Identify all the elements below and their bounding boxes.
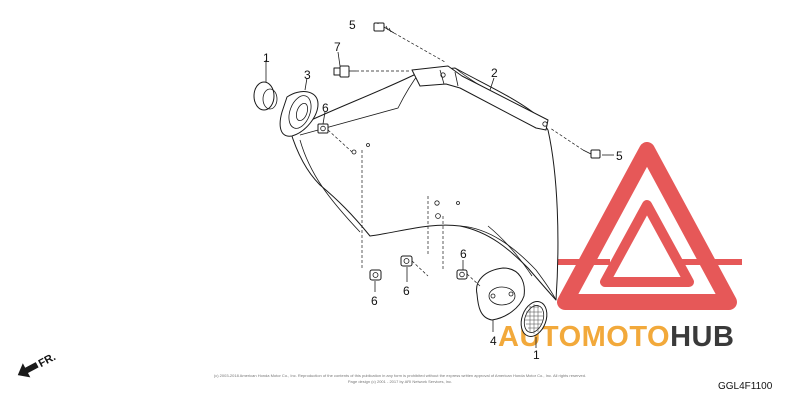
leader-lines — [265, 23, 614, 348]
copyright-line-1: (c) 2003-2018 American Honda Motor Co., … — [214, 373, 586, 378]
direction-arrow-icon — [17, 362, 39, 378]
callout-5-top: 5 — [349, 18, 356, 32]
callout-6-left: 6 — [371, 294, 378, 308]
copyright-line-2: Page design (c) 2001 - 2017 by ARI Netwo… — [348, 379, 452, 384]
diagram-code: GGL4F1100 — [718, 381, 773, 392]
callout-4: 4 — [490, 334, 497, 348]
callout-6-right: 6 — [460, 247, 467, 261]
callout-labels: 1 3 6 5 7 2 5 6 6 6 4 1 — [263, 18, 623, 362]
direction-label: FR. — [37, 351, 58, 370]
callout-1-upper: 1 — [263, 51, 270, 65]
reflector-lens-upper — [253, 81, 275, 111]
nut-6-middle — [400, 255, 413, 267]
callout-6-upper: 6 — [322, 101, 329, 115]
callout-2: 2 — [491, 66, 498, 80]
bolt-7 — [333, 65, 356, 78]
reflector-housing-lower — [476, 267, 525, 321]
callout-7: 7 — [334, 40, 341, 54]
reflector-upper-assembly — [253, 81, 319, 137]
front-direction-indicator: FR. — [17, 351, 58, 378]
reflector-housing-upper — [279, 91, 319, 137]
watermark-brand-hub: HUB — [670, 321, 734, 353]
reflector-lower-assembly — [476, 267, 548, 337]
callout-6-middle: 6 — [403, 284, 410, 298]
nut-6-right — [456, 269, 468, 280]
watermark-triangle-icon — [552, 142, 742, 310]
screw-5-right — [582, 149, 601, 159]
nut-6-left — [369, 269, 382, 281]
screw-5-top — [373, 22, 395, 34]
callout-1-lower: 1 — [533, 348, 540, 362]
callout-5-right: 5 — [616, 149, 623, 163]
watermark-brand-moto: MOTO — [582, 321, 670, 353]
nut-6-upper — [317, 123, 329, 134]
front-fender — [289, 65, 559, 301]
callout-3: 3 — [304, 68, 311, 82]
